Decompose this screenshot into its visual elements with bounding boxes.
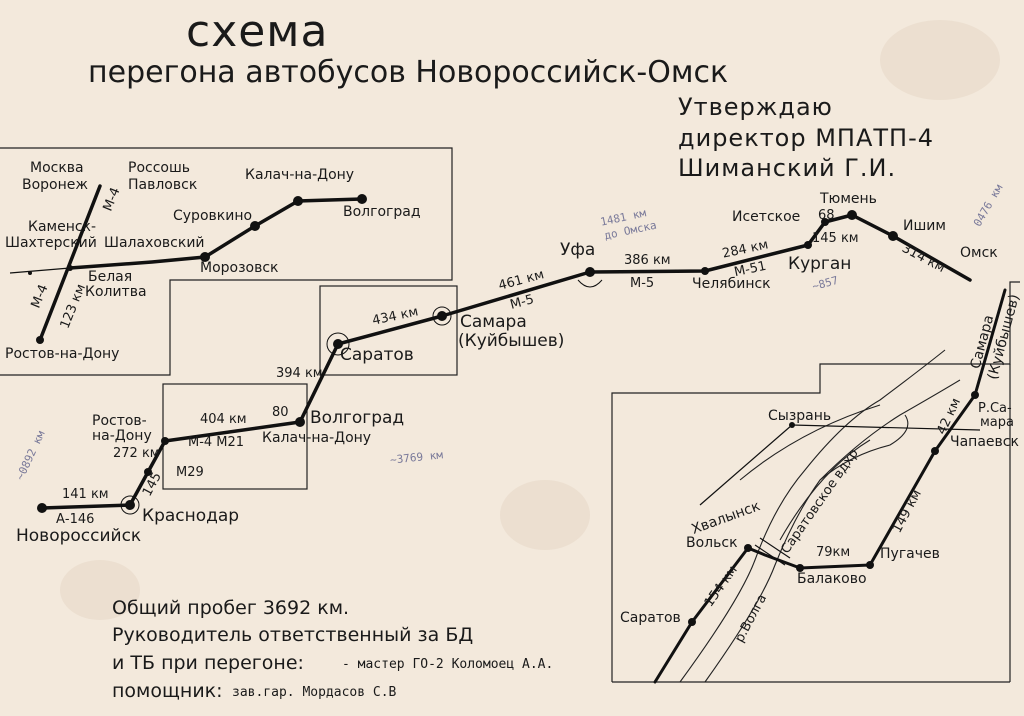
dist-404: 404 км xyxy=(200,412,247,427)
footer-assistant-value: зав.гар. Мордасов С.В xyxy=(232,685,397,700)
footer-assistant-label: помощник: xyxy=(112,680,223,702)
inset-dot-morozovsk xyxy=(200,252,210,262)
inset-city-balakovo: Балаково xyxy=(797,571,867,587)
footer-total: Общий пробег 3692 км. xyxy=(112,597,350,619)
volga-river-left xyxy=(679,349,946,683)
dist-141: 141 км xyxy=(62,487,109,502)
volgograd-box xyxy=(162,383,308,490)
approval-line-2: директор МПАТП-4 xyxy=(678,124,935,152)
dot-inset-samara xyxy=(971,391,979,399)
inset-city-shalakhovsky: Шалаховский xyxy=(104,235,205,251)
inset-dot-belaya xyxy=(67,265,73,271)
inset-dot-surovikino xyxy=(250,221,260,231)
dot-inset-chapaevsk xyxy=(931,447,939,455)
inset-city-volsk: Вольск xyxy=(686,535,738,551)
city-chelyabinsk: Челябинск xyxy=(692,276,771,292)
inset-city-pugachev: Пугачев xyxy=(880,546,940,562)
inset-road-main xyxy=(68,197,364,270)
volga-river-right xyxy=(704,379,961,683)
road-a146: А-146 xyxy=(56,512,95,527)
road-m5-b: М-5 xyxy=(630,276,655,291)
dot-inset-syzran xyxy=(789,422,795,428)
inset-city-surovikino: Суровкино xyxy=(173,208,253,224)
dot-saratov xyxy=(333,339,343,349)
dot-novorossiysk xyxy=(37,503,47,513)
city-isetskoe: Исетское xyxy=(732,209,801,225)
footer-responsible: Руководитель ответственный за БД xyxy=(112,624,474,646)
dot-inset-pugachev xyxy=(866,561,874,569)
dot-ishim xyxy=(888,231,898,241)
city-samara-2: (Куйбышев) xyxy=(458,331,565,351)
city-rostov-2: на-Дону xyxy=(92,428,152,444)
road-m29: М29 xyxy=(176,465,204,480)
footer-tb-label: и ТБ при перегоне: xyxy=(112,652,304,674)
inset-bottom-frame xyxy=(611,281,1020,682)
city-volgograd: Волгоград xyxy=(310,408,405,428)
approval-line-3: Шиманский Г.И. xyxy=(678,154,897,182)
city-krasnodar: Краснодар xyxy=(142,506,240,526)
city-rostov-1: Ростов- xyxy=(92,413,147,429)
city-saratov: Саратов xyxy=(340,345,414,365)
inset-label-rsamara-2: мара xyxy=(980,415,1014,430)
inset-city-kamensk: Каменск- xyxy=(28,219,97,235)
dot-inset-balakovo xyxy=(796,564,804,572)
dot-krasnodar xyxy=(125,500,135,510)
inset-city-voronezh: Воронеж xyxy=(22,177,89,193)
city-omsk: Омск xyxy=(960,245,998,261)
road-m4-m21: М-4 М21 xyxy=(188,435,245,450)
dot-rostov xyxy=(161,437,169,445)
city-novorossiysk: Новороссийск xyxy=(16,526,142,546)
dot-chelyabinsk xyxy=(701,267,709,275)
city-tyumen: Тюмень xyxy=(820,191,877,207)
dist-386: 386 км xyxy=(624,253,671,268)
inset-city-rostov: Ростов-на-Дону xyxy=(5,346,120,362)
inset-city-kalach: Калач-на-Дону xyxy=(245,167,355,183)
saratov-box xyxy=(319,285,458,376)
dist-272: 272 км xyxy=(113,446,160,461)
dot-inset-volsk xyxy=(744,544,752,552)
inset-city-moscow: Москва xyxy=(30,160,84,176)
inset-city-pavlovsk: Павловск xyxy=(128,177,198,193)
map-subtitle: перегона автобусов Новороссийск-Омск xyxy=(88,55,729,90)
inset-city-saratov: Саратов xyxy=(620,610,681,626)
dist-80: 80 xyxy=(272,405,289,420)
dot-kurgan xyxy=(804,241,812,249)
dist-145-km: 145 км xyxy=(812,231,859,246)
city-samara-1: Самара xyxy=(460,312,527,332)
inset-label-rsamara-1: Р.Са- xyxy=(978,401,1012,416)
inset-city-shakhtersky: Шахтерский xyxy=(5,235,97,251)
dot-isetskoe xyxy=(821,218,829,226)
inset-city-rossosh: Россошь xyxy=(128,160,191,176)
approval-line-1: Утверждаю xyxy=(678,93,833,121)
dist-68: 68 xyxy=(818,208,835,223)
dot-samara xyxy=(437,311,447,321)
city-ishim: Ишим xyxy=(903,218,946,234)
map-title: схема xyxy=(186,6,329,57)
inset-dot-kalach xyxy=(293,196,303,206)
dot-tyumen xyxy=(847,210,857,220)
inset-city-belaya-1: Белая xyxy=(88,269,133,285)
inset-city-morozovsk: Морозовск xyxy=(200,260,279,276)
dist-394: 394 км xyxy=(276,366,323,381)
inset-city-syzran: Сызрань xyxy=(768,408,832,424)
dot-inset-saratov xyxy=(688,618,696,626)
inset-city-volgograd: Волгоград xyxy=(343,204,421,220)
city-ufa: Уфа xyxy=(560,240,596,260)
inset-dot-volgograd xyxy=(357,194,367,204)
city-kalach: Калач-на-Дону xyxy=(262,430,372,446)
inset-top-frame xyxy=(0,147,453,376)
inset-dist-79: 79км xyxy=(816,545,851,560)
inset-city-chapaevsk: Чапаевск xyxy=(950,434,1019,450)
dot-ufa xyxy=(585,267,595,277)
dot-volgograd xyxy=(295,417,305,427)
city-kurgan: Курган xyxy=(788,254,852,274)
inset-city-belaya-2: Колитва xyxy=(85,284,147,300)
inset-road-m4 xyxy=(38,184,102,342)
footer-tb-value: - мастер ГО-2 Коломоец А.А. xyxy=(342,657,554,672)
inset-dot-rostov xyxy=(36,336,44,344)
